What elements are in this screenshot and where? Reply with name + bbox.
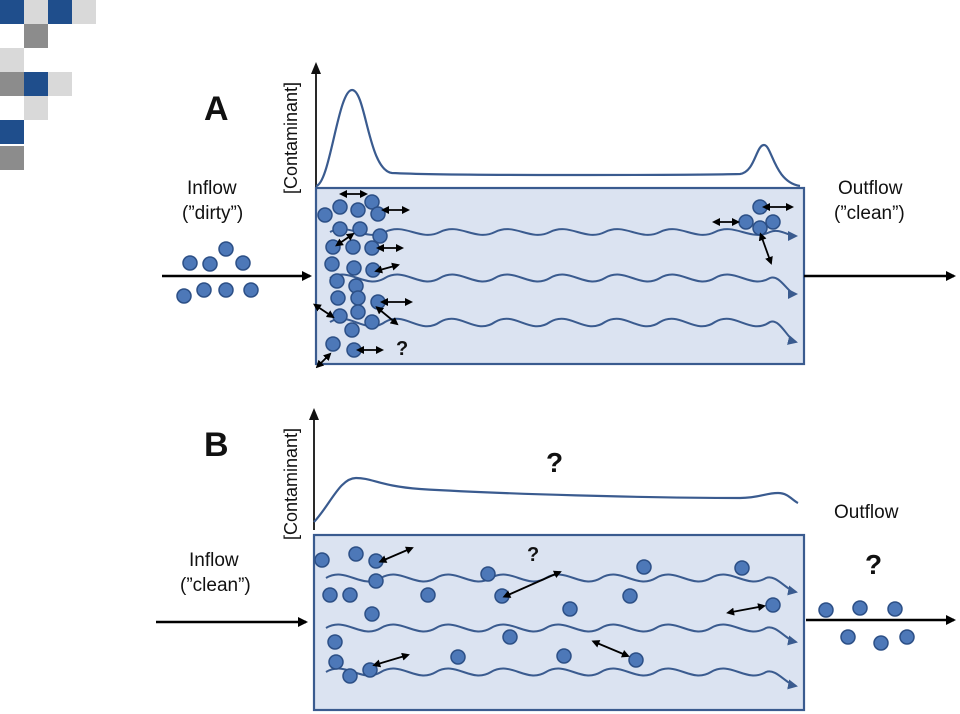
panel-b-outflow-label: Outflow xyxy=(834,502,899,523)
corner-decoration xyxy=(0,0,96,170)
panel-a-question-mark: ? xyxy=(396,338,408,360)
panel-b-curve-question-mark: ? xyxy=(546,447,563,478)
panel-a-letter: A xyxy=(204,90,229,128)
panel-a-exchange-arrows-inlet xyxy=(313,190,413,369)
panel-b-outflow-question-mark: ? xyxy=(865,549,882,580)
panel-b-y-axis-label: [Contaminant] xyxy=(281,428,301,540)
panel-b-concentration-curve xyxy=(313,476,799,523)
panel-b-outflow-particles xyxy=(818,600,915,651)
panel-a-flow-waves xyxy=(329,228,798,345)
panel-b-flow-waves xyxy=(325,573,798,690)
panel-a-outflow-label-line2: (”clean”) xyxy=(834,203,905,224)
panel-a-outflow-label-line1: Outflow xyxy=(838,178,903,199)
panel-a-y-axis-label: [Contaminant] xyxy=(281,82,301,194)
panel-a-inflow-particles xyxy=(176,241,259,304)
panel-b-inflow-label-line1: Inflow xyxy=(189,550,239,571)
panel-b-letter: B xyxy=(204,426,229,464)
panel-b-column xyxy=(312,533,806,712)
panel-a-exchange-arrows-outlet xyxy=(712,203,794,265)
panel-a-inflow-label-line1: Inflow xyxy=(187,178,237,199)
panel-b: B [Contaminant] ? xyxy=(156,408,956,712)
panel-b-exchange-arrows xyxy=(372,546,766,668)
panel-a: A [Contaminant] xyxy=(162,62,956,369)
panel-b-column-question-mark: ? xyxy=(527,544,539,566)
panel-a-concentration-curve xyxy=(315,88,801,188)
panel-a-inflow-label-line2: (”dirty”) xyxy=(182,203,243,224)
panel-b-inflow-label-line2: (”clean”) xyxy=(180,575,251,596)
